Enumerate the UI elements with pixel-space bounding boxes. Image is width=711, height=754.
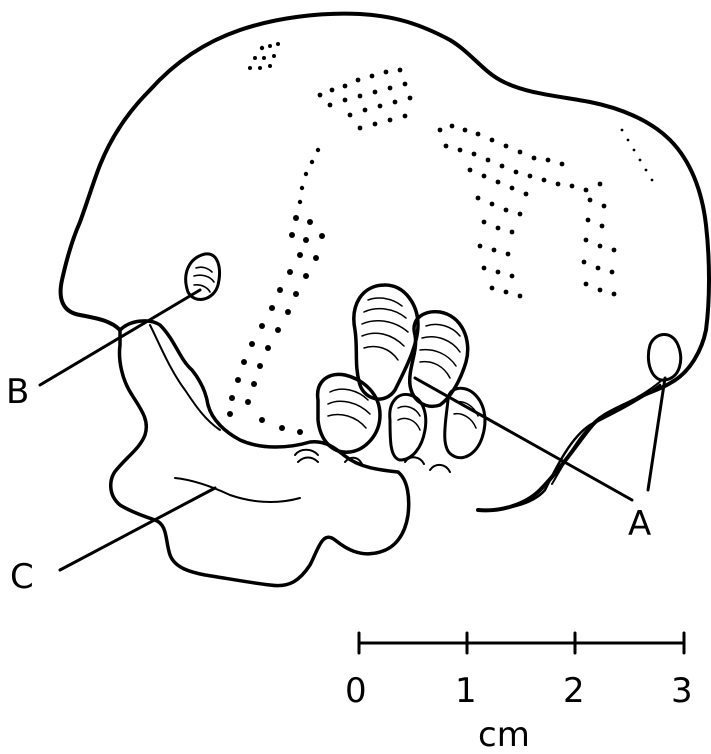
- lobe-a-4: [390, 394, 426, 460]
- scale-label-3: 3: [671, 671, 693, 711]
- leader-line-c: [60, 488, 215, 570]
- process-right: [648, 334, 680, 380]
- scale-unit: cm: [478, 715, 530, 754]
- process-b-lines: [194, 267, 214, 292]
- label-a: A: [628, 504, 651, 544]
- scale-label-2: 2: [563, 671, 585, 711]
- scale-label-0: 0: [345, 671, 367, 711]
- filament-right: [480, 385, 660, 510]
- label-b: B: [6, 372, 29, 412]
- specimen-outline: [61, 14, 709, 511]
- leader-line-a: [415, 378, 632, 500]
- sheath-c-outline: [111, 321, 409, 586]
- scale-label-1: 1: [455, 671, 477, 711]
- sheath-c-inner-line: [150, 325, 220, 430]
- lobe-a-3: [318, 374, 380, 452]
- scale-bar: 0 1 2 3 cm: [345, 633, 693, 754]
- leader-line-a-2: [648, 378, 665, 490]
- label-c: C: [10, 557, 34, 597]
- process-b: [186, 254, 220, 300]
